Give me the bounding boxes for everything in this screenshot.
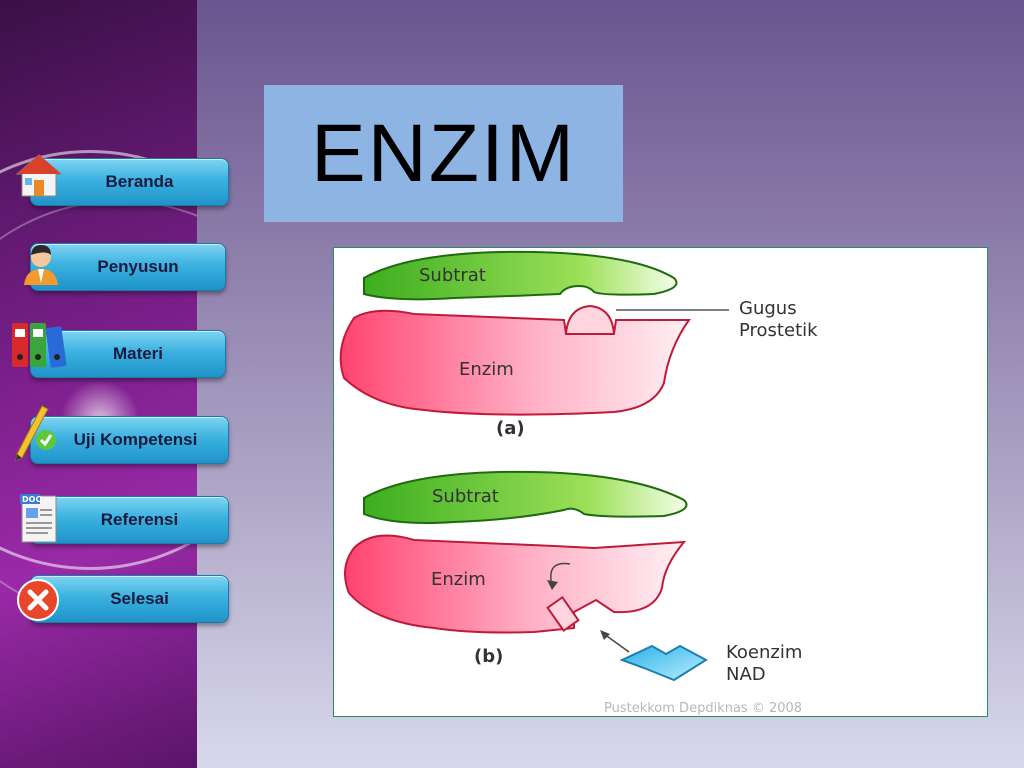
close-icon: [17, 579, 59, 621]
coenzyme-pointer-head: [600, 630, 610, 640]
nav-button-referensi[interactable]: Referensi: [30, 496, 229, 544]
substrate-label-a: Subtrat: [419, 265, 486, 286]
substrate-shape-b: [363, 470, 688, 524]
sidebar: [0, 0, 197, 768]
nav-label: Penyusun: [97, 257, 179, 276]
nav-label: Materi: [112, 344, 164, 363]
fold-arrowhead: [547, 580, 558, 590]
nav-button-penyusun[interactable]: Penyusun: [30, 243, 226, 291]
prosthetic-label-1: Gugus: [739, 298, 797, 319]
enzyme-diagram: Subtrat Gugus Prostetik Enzim (a) Subtra…: [333, 247, 988, 717]
nav-label: Referensi: [100, 510, 179, 529]
coenzyme-label-2: NAD: [726, 664, 766, 685]
figure-credit: Pustekkom Depdiknas © 2008: [604, 701, 802, 716]
enzyme-shape-b: [344, 534, 687, 634]
coenzyme-site: [546, 595, 580, 633]
enzyme-label-b: Enzim: [431, 569, 486, 590]
prosthetic-group: [564, 304, 616, 335]
binders-icon: [12, 323, 67, 368]
pencil-check-icon: [15, 405, 56, 461]
enzyme-shape-a: [339, 309, 691, 416]
slide-title-box: ENZIM: [264, 85, 623, 222]
nav-label: Uji Kompetensi: [73, 430, 198, 449]
slide-title: ENZIM: [310, 107, 577, 199]
nav-button-beranda[interactable]: Beranda: [30, 158, 229, 206]
coenzyme-shape: [619, 644, 708, 682]
nav-label: Selesai: [110, 589, 169, 608]
substrate-label-b: Subtrat: [432, 486, 499, 507]
document-icon: DOC: [20, 494, 57, 543]
home-icon: [15, 154, 63, 197]
svg-text:DOC: DOC: [22, 495, 41, 504]
caption-a: (a): [496, 418, 525, 439]
prosthetic-label-2: Prostetik: [739, 320, 818, 341]
coenzyme-label-1: Koenzim: [726, 642, 802, 663]
person-icon: [24, 245, 58, 285]
caption-b: (b): [474, 646, 503, 667]
coenzyme-pointer: [603, 633, 630, 653]
nav-button-uji-kompetensi[interactable]: Uji Kompetensi: [30, 416, 229, 464]
substrate-shape-a: [363, 250, 678, 301]
nav-button-selesai[interactable]: Selesai: [30, 575, 229, 623]
enzyme-label-a: Enzim: [459, 359, 514, 380]
nav-label: Beranda: [105, 172, 174, 191]
